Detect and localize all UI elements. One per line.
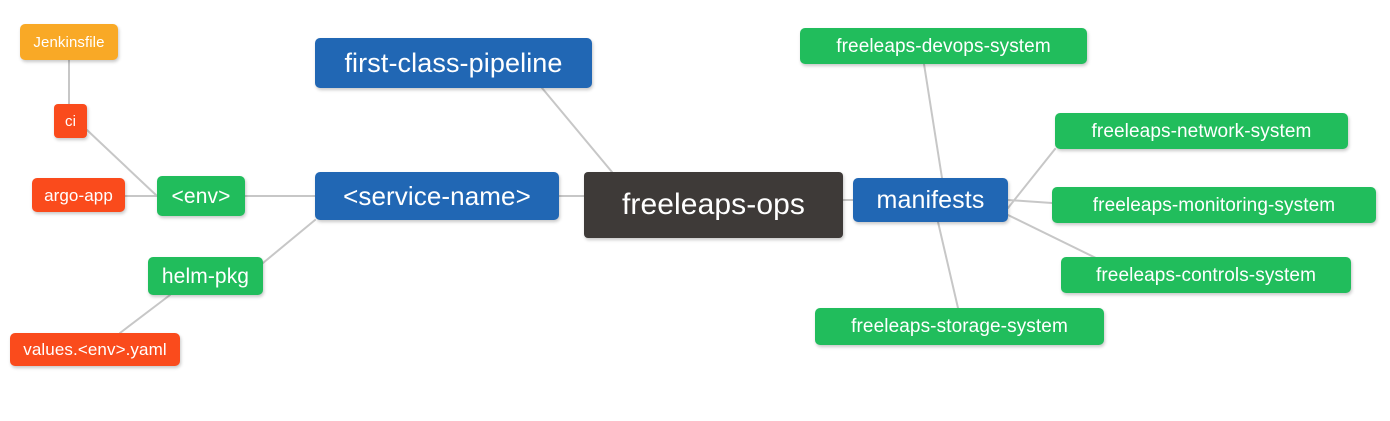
node-env[interactable]: <env> <box>157 176 245 216</box>
node-freeleaps-controls-system[interactable]: freeleaps-controls-system <box>1061 257 1351 293</box>
node-jenkinsfile[interactable]: Jenkinsfile <box>20 24 118 60</box>
node-freeleaps-monitoring-system[interactable]: freeleaps-monitoring-system <box>1052 187 1376 223</box>
node-service-name[interactable]: <service-name> <box>315 172 559 220</box>
node-ci[interactable]: ci <box>54 104 87 138</box>
edge-first-class-pipeline-to-freeleaps-ops <box>541 87 613 173</box>
node-freeleaps-storage-system[interactable]: freeleaps-storage-system <box>815 308 1104 345</box>
edge-helm-pkg-to-values-yaml <box>119 294 171 334</box>
node-first-class-pipeline[interactable]: first-class-pipeline <box>315 38 592 88</box>
edge-service-name-to-helm-pkg <box>262 219 316 264</box>
node-freeleaps-ops[interactable]: freeleaps-ops <box>584 172 843 238</box>
edge-manifests-to-freeleaps-network-system <box>1007 148 1056 209</box>
node-helm-pkg[interactable]: helm-pkg <box>148 257 263 295</box>
node-freeleaps-devops-system[interactable]: freeleaps-devops-system <box>800 28 1087 64</box>
edge-manifests-to-freeleaps-monitoring-system <box>1007 199 1053 204</box>
edge-manifests-to-freeleaps-storage-system <box>937 221 959 309</box>
node-freeleaps-network-system[interactable]: freeleaps-network-system <box>1055 113 1348 149</box>
node-argo-app[interactable]: argo-app <box>32 178 125 212</box>
node-manifests[interactable]: manifests <box>853 178 1008 222</box>
node-values-yaml[interactable]: values.<env>.yaml <box>10 333 180 366</box>
edge-manifests-to-freeleaps-devops-system <box>923 63 943 179</box>
